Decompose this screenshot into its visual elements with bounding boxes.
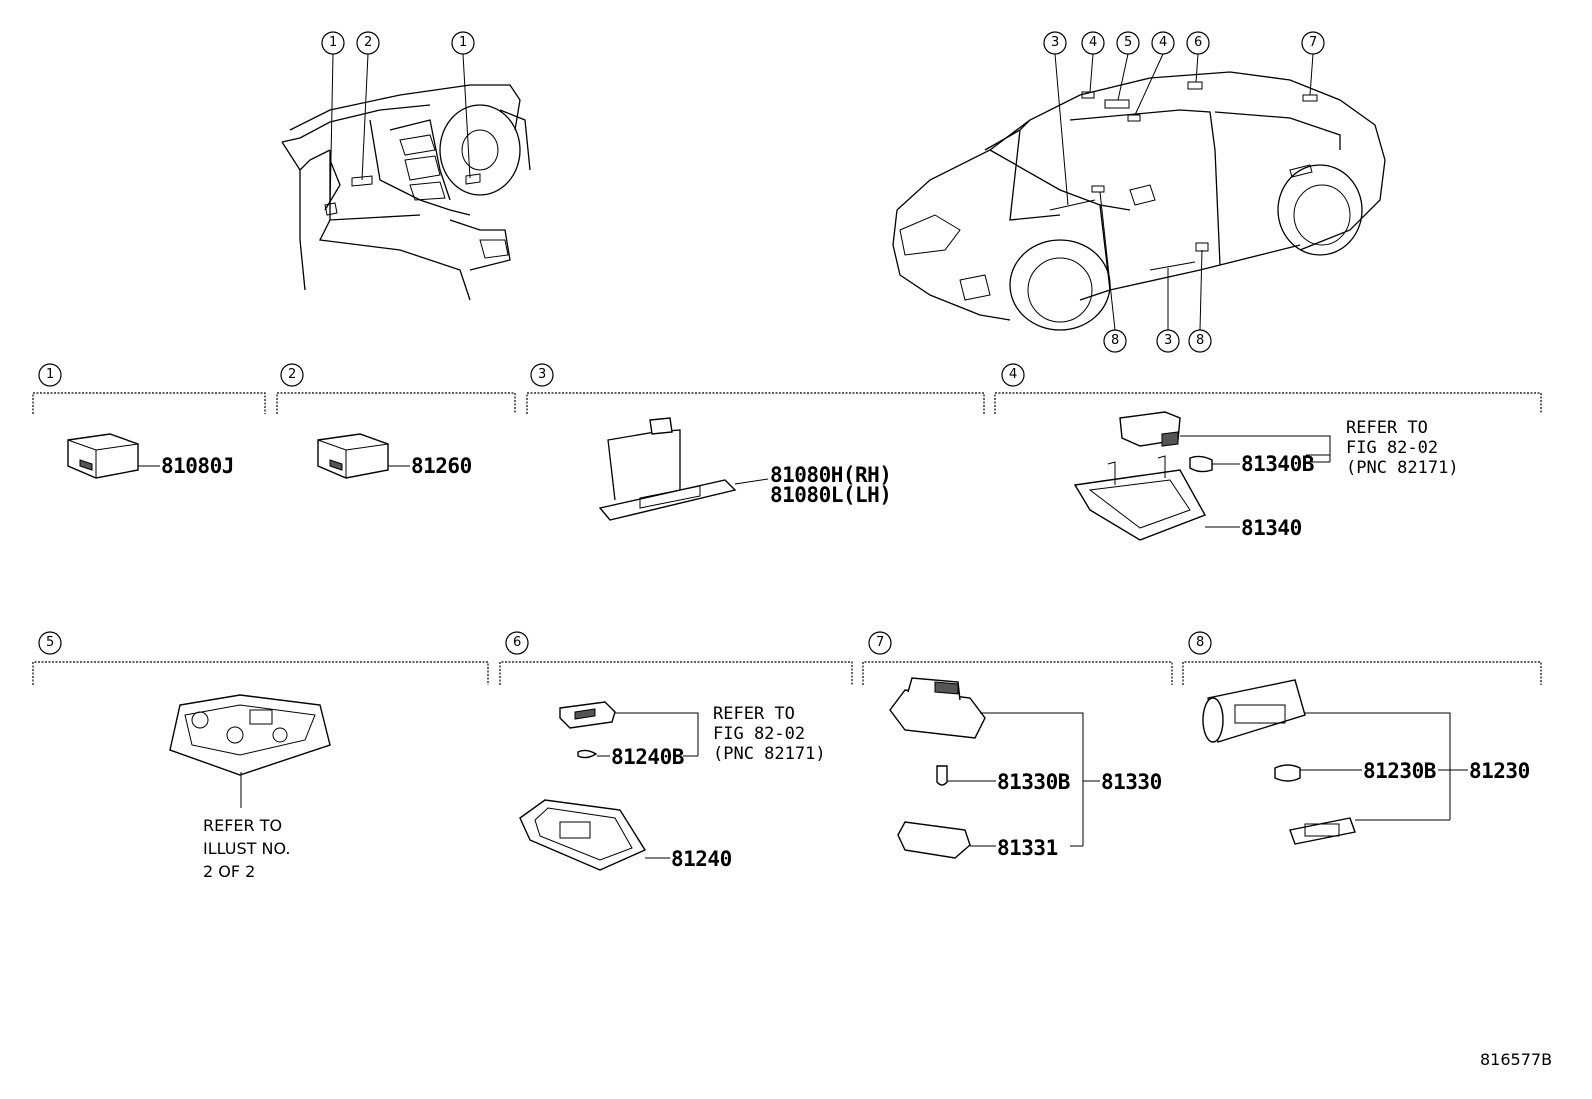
part-number-81331: 81331	[997, 836, 1058, 860]
section-8-label: 8	[1196, 635, 1205, 650]
part-number-81240: 81240	[671, 847, 732, 871]
callout-7-top-label: 7	[1309, 35, 1318, 50]
ref-note-6-line3: (PNC 82171)	[713, 744, 826, 764]
ref-note-6-line2: FIG 82-02	[713, 724, 806, 744]
ref-note-6-line1: REFER TO	[713, 704, 795, 724]
callout-4-top-b-label: 4	[1159, 35, 1168, 50]
part-number-81330B: 81330B	[997, 770, 1070, 794]
part-number-81080J: 81080J	[161, 454, 234, 478]
ref-note-4-line2: FIG 82-02	[1346, 438, 1439, 458]
part-81260-illustration	[317, 433, 410, 479]
part-number-81330: 81330	[1101, 770, 1162, 794]
part-number-81340: 81340	[1241, 516, 1302, 540]
part-overhead-console-illustration	[169, 694, 331, 808]
part-81340-illustration	[1073, 411, 1331, 541]
section-2-label: 2	[288, 367, 297, 382]
ref-note-5-line2: ILLUST NO.	[203, 839, 291, 858]
section-1-label: 1	[46, 367, 55, 382]
callout-3-top-label: 3	[1051, 35, 1060, 50]
ref-note-5-line3: 2 OF 2	[203, 862, 256, 881]
part-81080J-illustration	[67, 433, 160, 479]
ref-note-4-line3: (PNC 82171)	[1346, 458, 1459, 478]
part-81230-illustration	[1202, 679, 1468, 845]
callout-1-a-label: 1	[329, 35, 338, 50]
dashboard-illustration	[281, 53, 531, 301]
section-6-label: 6	[513, 635, 522, 650]
callout-3-bottom-label: 3	[1164, 333, 1173, 348]
ref-note-section-4: REFER TO FIG 82-02 (PNC 82171)	[1346, 418, 1459, 478]
part-number-81080H: 81080H(RH)	[770, 463, 892, 487]
section-brackets	[32, 392, 1542, 685]
part-number-81230: 81230	[1469, 759, 1530, 783]
callout-2-a-label: 2	[364, 35, 373, 50]
section-5-label: 5	[46, 635, 55, 650]
part-number-81080L: 81080L(LH)	[770, 483, 892, 507]
ref-note-5-line1: REFER TO	[203, 816, 283, 835]
part-81330-illustration	[889, 677, 1100, 859]
figure-id: 816577B	[1480, 1050, 1553, 1069]
callout-8-bottom-b-label: 8	[1196, 333, 1205, 348]
callout-6-top-label: 6	[1194, 35, 1203, 50]
part-81240-illustration	[519, 701, 699, 871]
ref-note-section-5: REFER TO ILLUST NO. 2 OF 2	[203, 814, 290, 883]
section-7-label: 7	[876, 635, 885, 650]
part-number-81260: 81260	[411, 454, 472, 478]
car-illustration	[892, 53, 1386, 331]
part-number-81240B: 81240B	[611, 745, 684, 769]
part-number-81230B: 81230B	[1363, 759, 1436, 783]
callout-4-top-a-label: 4	[1089, 35, 1098, 50]
ref-note-section-6: REFER TO FIG 82-02 (PNC 82171)	[713, 704, 826, 764]
section-4-label: 4	[1009, 367, 1018, 382]
part-81080-scuff-illustration	[598, 417, 769, 521]
section-3-label: 3	[538, 367, 547, 382]
callout-8-bottom-a-label: 8	[1111, 333, 1120, 348]
ref-note-4-line1: REFER TO	[1346, 418, 1428, 438]
callout-5-top-label: 5	[1124, 35, 1133, 50]
callout-1-b-label: 1	[459, 35, 468, 50]
part-number-81340B: 81340B	[1241, 452, 1314, 476]
